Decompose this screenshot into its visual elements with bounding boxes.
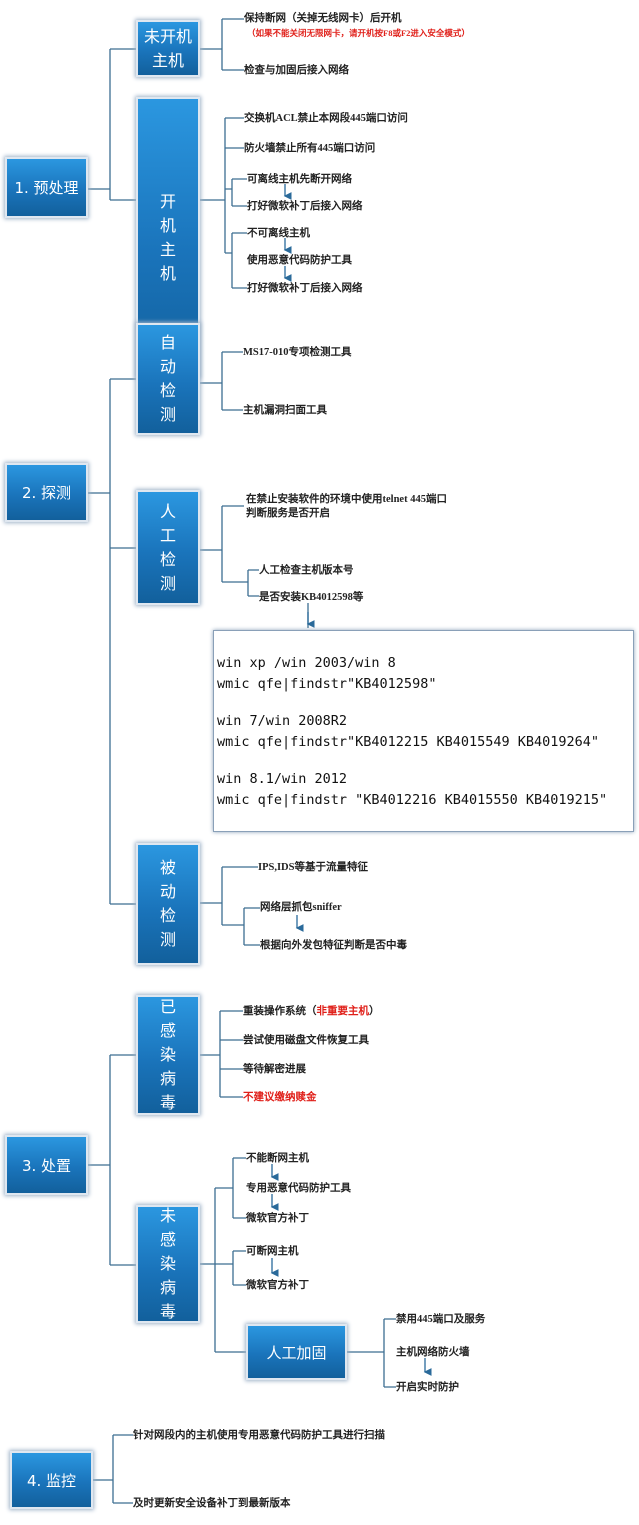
leaf-disable-445: 禁用445端口及服务 [396,1314,486,1325]
node-infected: 已感染病毒 [136,995,200,1115]
node-detection: 2. 探测 [5,463,88,522]
node-manual-detect: 人工检测 [136,490,200,605]
leaf-realtime-protection: 开启实时防护 [396,1382,459,1393]
leaf-scan-segment: 针对网段内的主机使用专用恶意代码防护工具进行扫描 [133,1430,385,1441]
leaf-service-check: 判断服务是否开启 [246,508,330,519]
node-powered-off-host: 未开机主机 [136,20,200,77]
node-label: 被动检测 [160,858,177,949]
leaf-ms-patch-2: 微软官方补丁 [246,1280,309,1291]
node-label: 未开机主机 [144,26,193,70]
leaf-reinstall-os: 重装操作系统（非重要主机） [243,1005,380,1018]
leaf-disk-recovery: 尝试使用磁盘文件恢复工具 [243,1035,369,1046]
leaf-patch-reconnect: 打好微软补丁后接入网络 [247,201,363,212]
leaf-non-offline: 不可离线主机 [247,228,310,239]
node-preprocess: 1. 预处理 [5,157,88,218]
leaf-offline-disconnect: 可离线主机先断开网络 [247,174,352,185]
leaf-keep-offline: 保持断网（关掉无线网卡）后开机 [244,13,402,24]
leaf-dedicated-tool: 专用恶意代码防护工具 [246,1183,351,1194]
leaf-update-devices: 及时更新安全设备补丁到最新版本 [133,1498,291,1509]
leaf-check-harden: 检查与加固后接入网络 [244,65,349,76]
leaf-telnet-445: 在禁止安装软件的环境中使用telnet 445端口 [246,494,447,505]
node-label: 自动检测 [160,333,177,424]
code-line: win 7/win 2008R2 [217,713,348,729]
node-label: 人工检测 [160,501,177,593]
leaf-vuln-scanner: 主机漏洞扫面工具 [243,405,327,416]
node-monitoring: 4. 监控 [10,1451,93,1509]
node-label: 已感染病毒 [160,997,177,1112]
leaf-host-firewall: 主机网络防火墙 [396,1347,470,1358]
leaf-no-ransom: 不建议缴纳赎金 [243,1092,317,1103]
leaf-firewall: 防火墙禁止所有445端口访问 [244,143,376,154]
code-line: win xp /win 2003/win 8 [217,655,396,671]
node-auto-detect: 自动检测 [136,323,200,435]
node-label: 开机主机 [160,191,177,283]
text: ） [369,1006,380,1017]
leaf-patch-reconnect-2: 打好微软补丁后接入网络 [247,283,363,294]
command-box: win xp /win 2003/win 8 wmic qfe|findstr"… [213,630,634,832]
leaf-switch-acl: 交换机ACL禁止本网段445端口访问 [244,113,408,124]
leaf-ms17-010-tool: MS17-010专项检测工具 [243,347,352,358]
node-not-infected: 未感染病毒 [136,1205,200,1323]
leaf-wait-decrypt: 等待解密进展 [243,1064,306,1075]
code-line: wmic qfe|findstr "KB4012216 KB4015550 KB… [217,792,608,808]
leaf-cannot-disconnect: 不能断网主机 [246,1153,309,1164]
leaf-sniffer: 网络层抓包sniffer [260,902,342,913]
leaf-use-av-tool: 使用恶意代码防护工具 [247,255,352,266]
leaf-ips-ids: IPS,IDS等基于流量特征 [258,862,368,873]
non-critical-host-note: 非重要主机 [316,1006,370,1017]
node-response: 3. 处置 [5,1135,88,1195]
leaf-can-disconnect: 可断网主机 [246,1246,299,1257]
text: 重装操作系统（ [243,1006,317,1017]
node-passive-detect: 被动检测 [136,843,200,965]
code-line: wmic qfe|findstr"KB4012598" [217,676,437,692]
code-line: wmic qfe|findstr"KB4012215 KB4015549 KB4… [217,734,600,750]
code-line: win 8.1/win 2012 [217,771,348,787]
leaf-safe-mode-note: （如果不能关闭无限网卡，请开机按F8或F2进入安全模式） [247,28,470,38]
node-manual-hardening: 人工加固 [246,1324,347,1380]
leaf-kb-installed: 是否安装KB4012598等 [259,592,364,603]
leaf-check-version: 人工检查主机版本号 [259,565,354,576]
leaf-ms-patch: 微软官方补丁 [246,1213,309,1224]
node-label: 未感染病毒 [160,1206,177,1321]
leaf-outbound-judge: 根据向外发包特征判断是否中毒 [260,940,407,951]
